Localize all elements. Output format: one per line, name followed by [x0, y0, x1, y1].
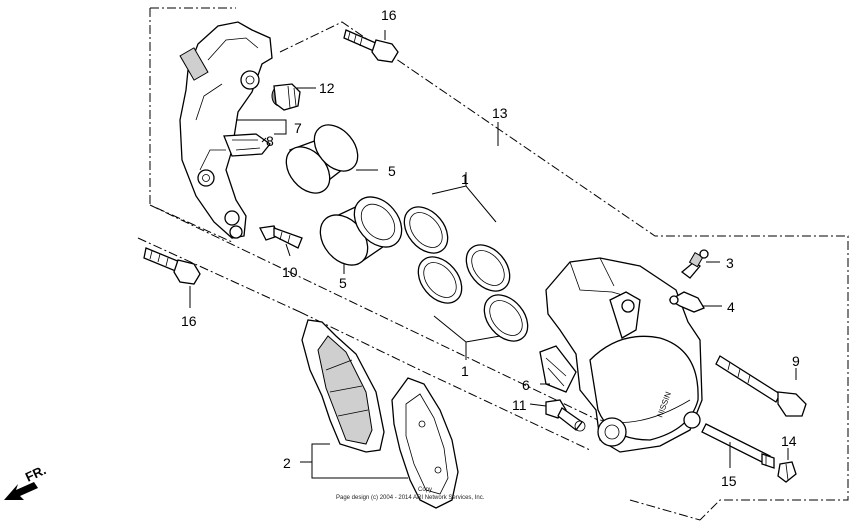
- callout-1-upper: 1: [461, 171, 469, 187]
- callout-15: 15: [721, 473, 737, 489]
- callout-1-lower: 1: [461, 363, 469, 379]
- callout-3: 3: [726, 255, 734, 271]
- callout-5-lower: 5: [339, 275, 347, 291]
- callout-6: 6: [522, 377, 530, 393]
- callout-labels: 16 12 7 8 13 5 1 5 10 16 3 4 1 9 6 11 14…: [181, 7, 800, 489]
- caliper-body: NISSIN: [545, 257, 703, 453]
- callout-8: 8: [266, 133, 274, 149]
- assembly-outline: [149, 7, 849, 521]
- clip-8: [223, 133, 271, 157]
- front-direction-indicator: FR.: [4, 462, 48, 500]
- bolt-16-top: [343, 29, 399, 63]
- pin-bolt-9: [715, 355, 807, 417]
- bolt-16-bottom: [143, 247, 201, 285]
- front-arrow-icon: [4, 482, 38, 500]
- leader-lines: [189, 30, 797, 479]
- callout-10: 10: [282, 264, 298, 280]
- front-direction-label: FR.: [23, 462, 48, 484]
- callout-16-top: 16: [381, 7, 397, 23]
- callout-11: 11: [512, 397, 527, 413]
- pad-spring-6: [539, 345, 577, 393]
- piston-5-upper: [285, 124, 359, 194]
- callout-2: 2: [283, 455, 291, 471]
- callout-9: 9: [792, 353, 800, 369]
- callout-14: 14: [781, 433, 797, 449]
- caliper-bracket: [179, 21, 273, 239]
- callout-16-bottom: 16: [181, 313, 197, 329]
- bleeder-valve-3: [680, 249, 709, 279]
- callout-4: 4: [727, 299, 735, 315]
- copyright-line-2: Page design (c) 2004 - 2014 ARI Network …: [336, 495, 485, 501]
- callout-12: 12: [319, 80, 335, 96]
- brake-pad-2-left: [301, 319, 385, 453]
- pin-10: [259, 225, 303, 249]
- boot-12: [271, 83, 301, 111]
- seals-1: [403, 206, 529, 342]
- piston-5-lower: [319, 196, 403, 266]
- pad-pin-15: [701, 423, 775, 469]
- bolt-11: [545, 399, 586, 432]
- callout-5-upper: 5: [388, 163, 396, 179]
- callout-7: 7: [294, 120, 302, 136]
- bleeder-cap-4: [668, 291, 705, 313]
- plug-14: [777, 461, 797, 483]
- brake-pad-2-right: [391, 377, 459, 509]
- copyright-line-1: Copy: [418, 487, 432, 493]
- callout-13: 13: [492, 105, 508, 121]
